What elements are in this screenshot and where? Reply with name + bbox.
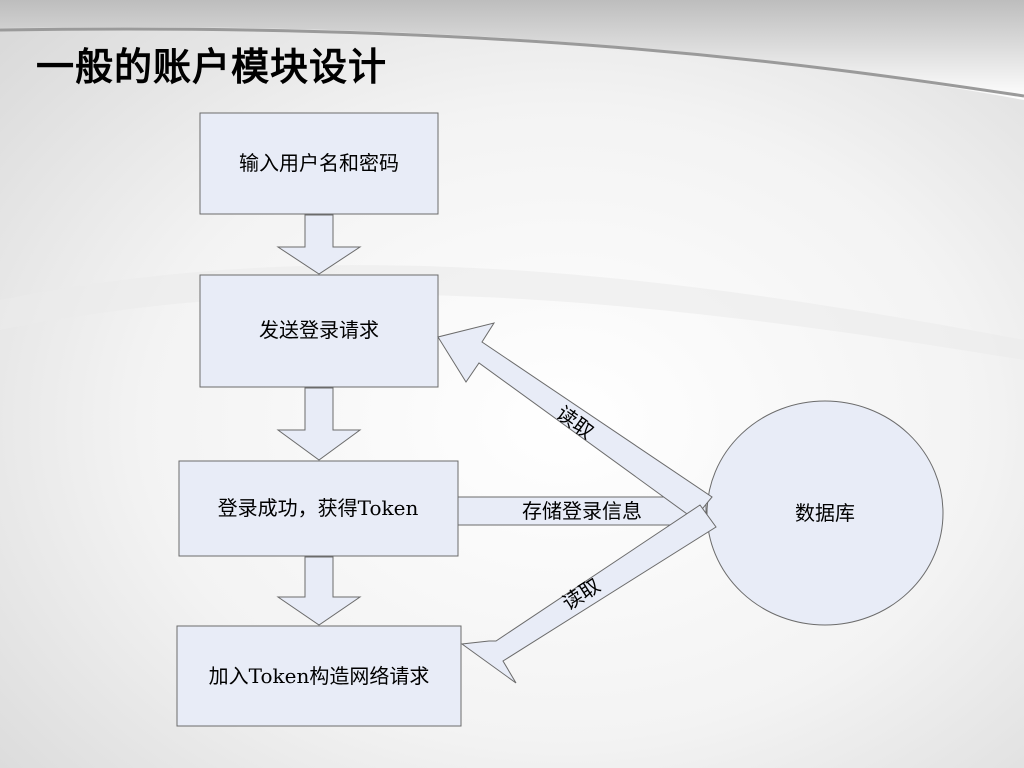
down-arrow-2 bbox=[276, 387, 362, 461]
database-node: 数据库 bbox=[706, 400, 944, 626]
store-arrow-label: 存储登录信息 bbox=[522, 499, 642, 523]
step-label-4: 加入Token构造网络请求 bbox=[209, 664, 430, 688]
step-label-1: 输入用户名和密码 bbox=[239, 151, 399, 175]
step-box-3: 登录成功，获得Token bbox=[178, 460, 459, 557]
step-label-3: 登录成功，获得Token bbox=[218, 496, 419, 520]
step-box-2: 发送登录请求 bbox=[199, 274, 439, 388]
slide-title: 一般的账户模块设计 bbox=[36, 45, 388, 89]
database-label: 数据库 bbox=[795, 501, 855, 525]
step-box-1: 输入用户名和密码 bbox=[199, 112, 439, 215]
read-arrow-upper: 读取 bbox=[437, 322, 713, 520]
down-arrow-1 bbox=[276, 214, 362, 275]
read-arrow-lower: 读取 bbox=[460, 504, 717, 684]
down-arrow-3 bbox=[276, 556, 362, 626]
step-label-2: 发送登录请求 bbox=[259, 318, 379, 342]
step-box-4: 加入Token构造网络请求 bbox=[176, 625, 462, 727]
